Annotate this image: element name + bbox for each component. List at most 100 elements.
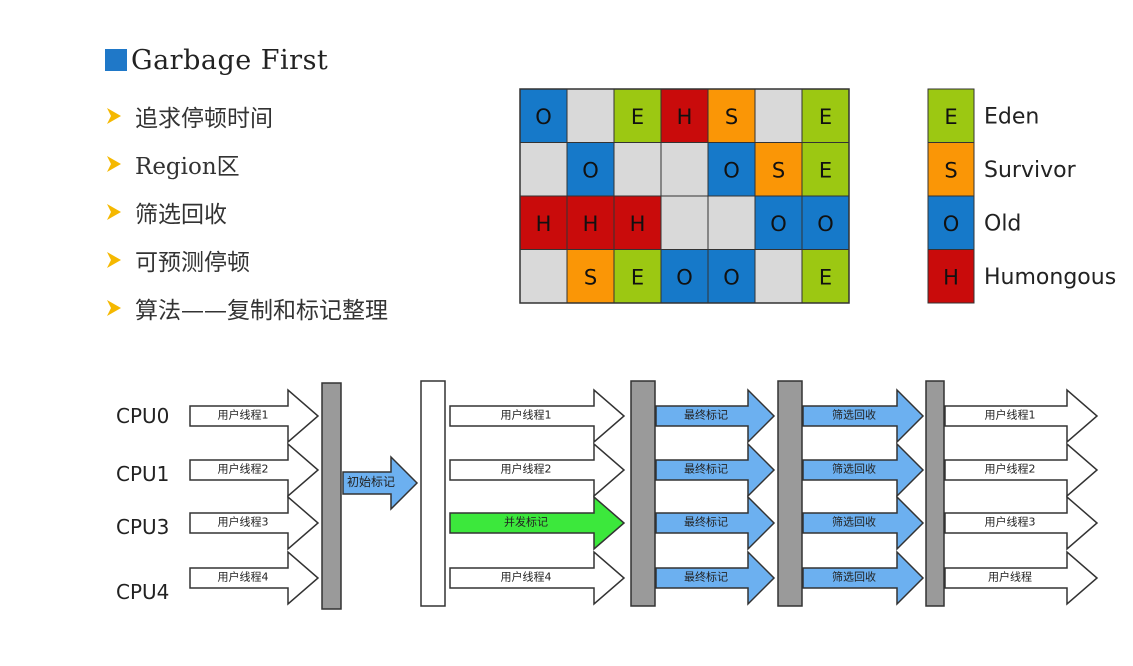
thread-arrow-label: 用户线程1 [501,408,552,422]
bullet-text: 追求停顿时间 [135,106,273,132]
thread-arrow [655,550,776,606]
thread-arrow [655,495,776,551]
region-cell [754,88,803,143]
legend-code: S [944,158,957,182]
legend-swatch [927,249,975,304]
cpu-label: CPU0 [116,404,169,428]
safepoint-bar [630,380,656,607]
legend-code: E [944,105,957,129]
thread-arrow [449,550,626,606]
cpu-label: CPU4 [116,580,169,604]
thread-arrow-label: 用户线程3 [218,515,269,529]
bullet-item: 可预测停顿 [105,236,388,284]
thread-arrow [189,495,320,551]
region-cell [801,195,850,250]
region-cell-label: E [819,158,832,182]
bullet-text: Region区 [135,154,240,180]
region-cell-label: S [772,158,785,182]
arrowhead-icon [107,204,121,220]
legend-swatch [927,88,975,143]
slide-title: Garbage First [105,44,328,76]
region-cell-label: O [535,105,552,129]
thread-arrow-label: 用户线程1 [985,408,1036,422]
thread-arrow-label: 用户线程3 [985,515,1036,529]
bullet-text: 算法——复制和标记整理 [135,298,388,324]
region-cell [613,195,662,250]
region-cell [519,195,568,250]
thread-arrow-label: 筛选回收 [832,462,876,476]
thread-arrow-label: 最终标记 [684,408,728,422]
thread-arrow [189,550,320,606]
region-cell-label: O [582,158,599,182]
region-cell [707,249,756,304]
region-cell-label: O [676,265,693,289]
thread-arrow-label: 用户线程1 [218,408,269,422]
cpu-label: CPU1 [116,462,169,486]
arrowhead-icon [107,108,121,124]
region-cell [707,142,756,197]
region-cell [660,195,709,250]
region-cell-label: O [723,158,740,182]
thread-arrow [449,388,626,444]
thread-arrow-label: 用户线程2 [501,462,552,476]
region-cell [754,195,803,250]
thread-arrow [944,495,1099,551]
legend-label: Eden [984,104,1039,129]
bullet-text: 筛选回收 [135,202,227,228]
region-cell-label: S [725,105,738,129]
legend-code: H [943,265,959,289]
thread-arrow-label: 筛选回收 [832,515,876,529]
region-cell [566,195,615,250]
region-cell-label: E [819,265,832,289]
bullet-item: 筛选回收 [105,188,388,236]
safepoint-bar [321,382,342,610]
thread-arrow-label: 最终标记 [684,570,728,584]
thread-arrow [802,550,925,606]
region-cell-label: E [631,105,644,129]
region-cell [707,88,756,143]
region-cell-label: S [584,265,597,289]
region-cell [613,249,662,304]
region-cell [754,249,803,304]
region-cell [754,142,803,197]
arrowhead-icon [107,300,121,316]
thread-arrow-label: 并发标记 [504,515,548,529]
thread-arrow-label: 用户线程 [988,570,1032,584]
region-cell [707,195,756,250]
legend-label: Survivor [984,158,1077,183]
title-text: Garbage First [131,44,329,76]
bullet-text: 可预测停顿 [135,250,250,276]
region-cell-label: E [819,105,832,129]
region-cell-label: O [817,212,834,236]
thread-arrow [449,442,626,498]
thread-arrow-label: 用户线程4 [218,570,269,584]
thread-arrow [449,495,626,551]
bullet-item: Region区 [105,140,388,188]
region-cell [660,142,709,197]
thread-arrow [342,455,419,511]
thread-arrow [802,388,925,444]
legend-code: O [943,212,960,236]
region-cell-label: H [677,105,693,129]
region-cell [801,142,850,197]
safepoint-bar [777,380,803,607]
region-grid-border [519,88,850,304]
thread-arrow-label: 用户线程2 [985,462,1036,476]
bullet-item: 算法——复制和标记整理 [105,284,388,332]
thread-arrow [944,388,1099,444]
thread-arrow [802,495,925,551]
thread-arrow-label: 最终标记 [684,515,728,529]
thread-arrow-label: 初始标记 [347,475,395,489]
region-cell [519,142,568,197]
bullet-item: 追求停顿时间 [105,92,388,140]
thread-arrow-label: 筛选回收 [832,570,876,584]
region-cell-label: O [770,212,787,236]
region-cell-label: H [583,212,599,236]
region-cell [566,88,615,143]
arrowhead-icon [107,156,121,172]
legend-swatch [927,195,975,250]
initial-mark-bar [420,380,446,607]
legend-swatch [927,142,975,197]
thread-arrow [802,442,925,498]
